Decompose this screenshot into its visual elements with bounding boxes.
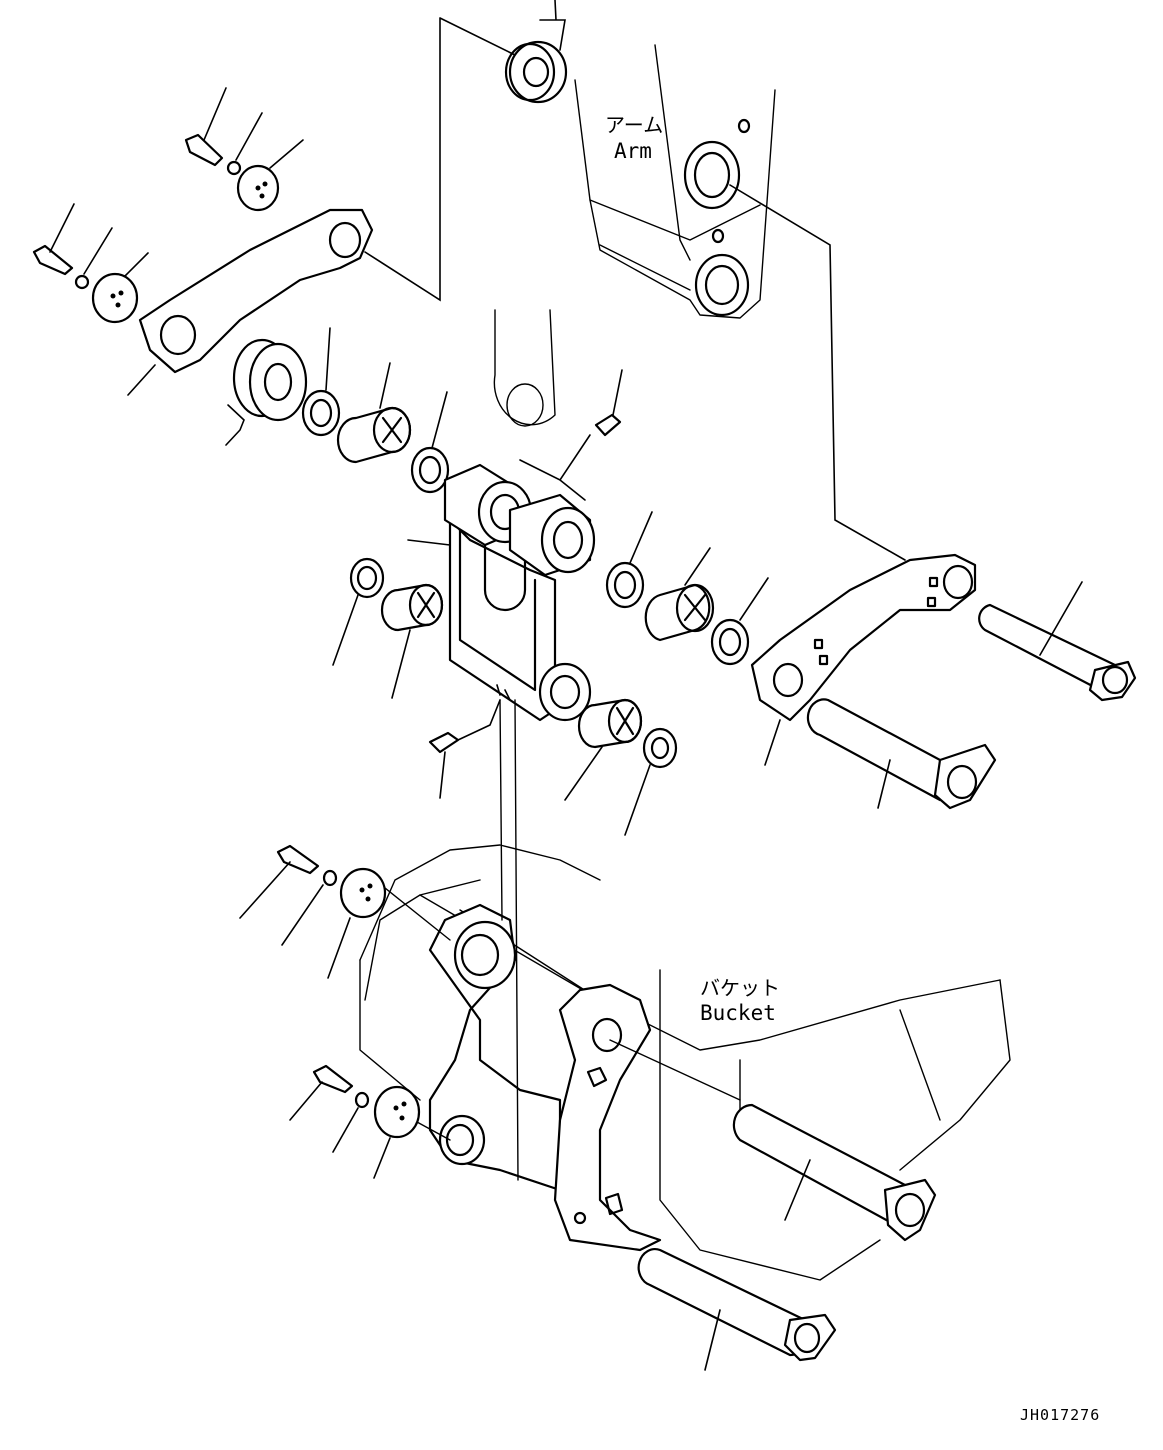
collar-top	[364, 0, 568, 302]
arm-end-boss	[493, 309, 556, 427]
pin-upper-right	[978, 581, 1137, 702]
drawing-code: JH017276	[1020, 1406, 1100, 1424]
link-plate-left	[127, 208, 374, 396]
bolt-set-lower-upper	[239, 844, 387, 979]
grease-fitting-upper	[519, 369, 623, 501]
seal-bushing-middle-left	[332, 557, 444, 699]
seal-bushing-middle-right	[564, 511, 769, 836]
bolt-set-lower-lower	[289, 1064, 421, 1179]
pin-bucket-lower	[637, 1248, 837, 1371]
spacer-pair	[225, 338, 308, 446]
link-plate-right	[750, 553, 977, 766]
arm-outline: アーム Arm	[574, 44, 906, 561]
h-link	[407, 463, 596, 722]
pin-bucket-upper	[732, 1103, 937, 1242]
bolt-set-upper-left	[32, 87, 304, 324]
bucket-label-en: Bucket	[700, 1001, 776, 1025]
assembly-guide-lines	[374, 699, 741, 1181]
seal-bushing-upper-row	[301, 327, 450, 494]
arm-label-en: Arm	[614, 139, 652, 163]
arm-label-ja: アーム	[605, 113, 663, 137]
grease-fitting-lower	[428, 699, 501, 799]
pin-middle-right	[806, 698, 997, 810]
bucket-label-ja: バケット	[700, 976, 780, 1000]
